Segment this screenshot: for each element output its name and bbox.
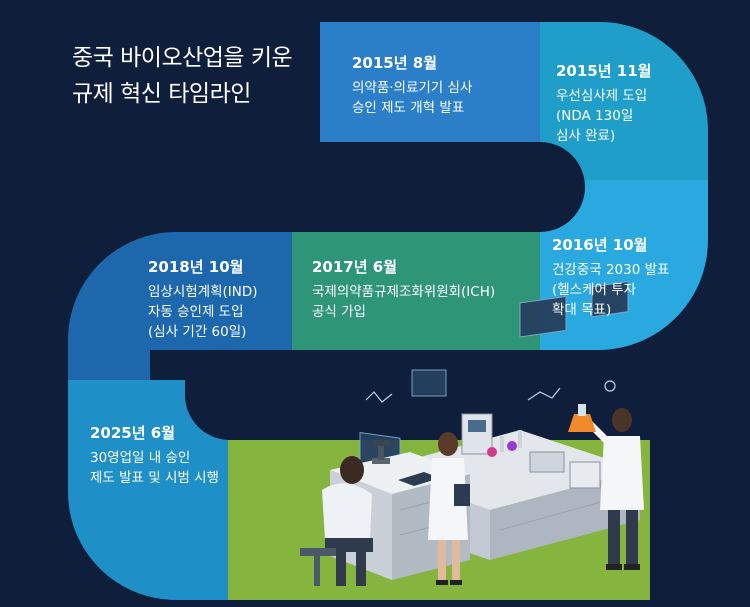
event-text: 확대 목표) bbox=[552, 302, 612, 318]
event-text: 심사 완료) bbox=[556, 128, 616, 144]
event-date: 2018년 10월 bbox=[148, 258, 244, 276]
event-text: 임상시험계획(IND) bbox=[148, 284, 258, 300]
laboratory-scientists-illustration bbox=[300, 281, 644, 586]
event-text: (NDA 130일 bbox=[556, 108, 634, 124]
seated-scientist bbox=[300, 456, 373, 586]
event-text: (심사 기간 60일) bbox=[148, 324, 247, 340]
standing-scientist-woman bbox=[428, 432, 470, 585]
event-date: 2015년 8월 bbox=[352, 54, 438, 72]
event-text: (헬스케어 투자 bbox=[552, 282, 637, 298]
segment-2018-10 bbox=[68, 232, 292, 395]
event-text: 자동 승인제 도입 bbox=[148, 304, 244, 320]
event-date: 2025년 6월 bbox=[90, 424, 176, 442]
title-line-2: 규제 혁신 타임라인 bbox=[72, 81, 251, 107]
standing-scientist-man bbox=[568, 404, 644, 570]
event-date: 2016년 10월 bbox=[552, 236, 648, 254]
event-2025-06: 2025년 6월 30영업일 내 승인 제도 발표 및 시범 시행 bbox=[90, 422, 219, 488]
event-text: 승인 제도 개혁 발표 bbox=[352, 100, 465, 116]
event-text: 우선심사제 도입 bbox=[556, 88, 648, 104]
page-title: 중국 바이오산업을 키운 규제 혁신 타임라인 bbox=[72, 40, 293, 112]
event-text: 30영업일 내 승인 bbox=[90, 450, 191, 466]
title-line-1: 중국 바이오산업을 키운 bbox=[72, 45, 293, 71]
event-2015-08: 2015년 8월 의약품·의료기기 심사 승인 제도 개혁 발표 bbox=[352, 52, 472, 118]
event-text: 공식 가입 bbox=[312, 304, 366, 320]
segment-2015-08 bbox=[320, 22, 540, 142]
event-2017-06: 2017년 6월 국제의약품규제조화위원회(ICH) 공식 가입 bbox=[312, 256, 495, 322]
event-text: 의약품·의료기기 심사 bbox=[352, 80, 473, 96]
segment-2025-06 bbox=[68, 380, 230, 600]
event-date: 2015년 11월 bbox=[556, 62, 652, 80]
event-2016-10: 2016년 10월 건강중국 2030 발표 (헬스케어 투자 확대 목표) bbox=[552, 234, 669, 320]
segment-2017-06 bbox=[292, 232, 542, 350]
event-text: 국제의약품규제조화위원회(ICH) bbox=[312, 284, 496, 300]
event-2015-11: 2015년 11월 우선심사제 도입 (NDA 130일 심사 완료) bbox=[556, 60, 651, 146]
event-text: 건강중국 2030 발표 bbox=[552, 262, 670, 278]
event-2018-10: 2018년 10월 임상시험계획(IND) 자동 승인제 도입 (심사 기간 6… bbox=[148, 256, 258, 342]
event-date: 2017년 6월 bbox=[312, 258, 398, 276]
event-text: 제도 발표 및 시범 시행 bbox=[90, 470, 219, 486]
